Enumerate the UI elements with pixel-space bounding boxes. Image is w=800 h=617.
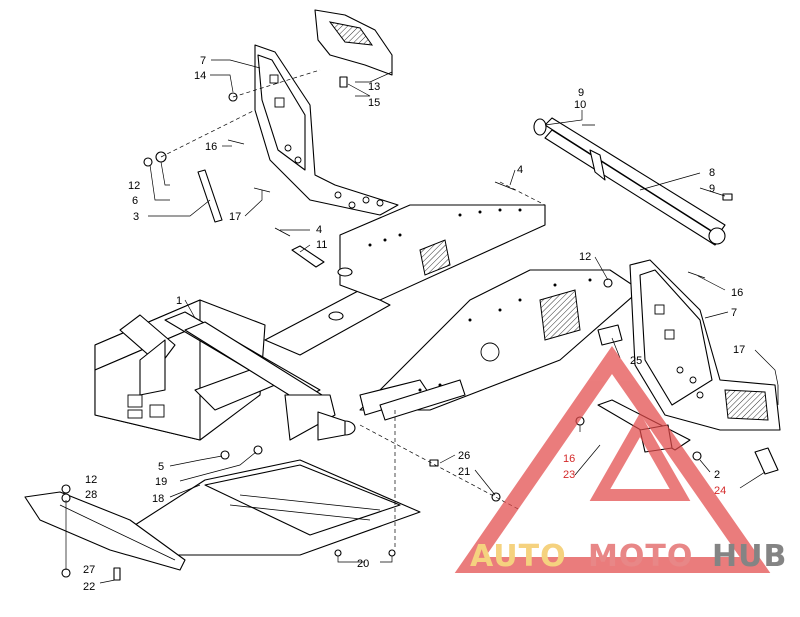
watermark-logo: AUTO MOTO HUB bbox=[454, 345, 787, 574]
callout-17-right: 17 bbox=[733, 344, 745, 356]
callout-16-left: 16 bbox=[205, 141, 217, 153]
leader-lines bbox=[65, 59, 779, 584]
callout-18: 18 bbox=[152, 493, 164, 505]
watermark-inner-triangle bbox=[589, 412, 691, 501]
callout-24: 24 bbox=[714, 485, 726, 497]
belly-pan bbox=[24, 459, 421, 571]
callout-26: 26 bbox=[458, 450, 470, 462]
callout-7-right: 7 bbox=[731, 307, 737, 319]
callout-15: 15 bbox=[368, 97, 380, 109]
strap-bar bbox=[197, 169, 223, 223]
left-footrest bbox=[254, 44, 399, 216]
callout-17-left: 17 bbox=[229, 211, 241, 223]
callout-19: 19 bbox=[155, 476, 167, 488]
callout-25: 25 bbox=[630, 355, 642, 367]
callout-21: 21 bbox=[458, 466, 470, 478]
callout-10: 10 bbox=[574, 99, 586, 111]
bracket-25 bbox=[597, 324, 623, 346]
callout-4-right: 4 bbox=[517, 164, 523, 176]
watermark-triangle bbox=[454, 345, 771, 573]
callout-16-right: 16 bbox=[731, 287, 743, 299]
callout-12-right: 12 bbox=[579, 251, 591, 263]
callout-5: 5 bbox=[158, 461, 164, 473]
callout-9-right: 9 bbox=[709, 183, 715, 195]
callout-11: 11 bbox=[316, 239, 327, 251]
callout-1: 1 bbox=[176, 295, 182, 307]
steering-post bbox=[533, 117, 726, 246]
chassis-frame bbox=[94, 204, 641, 441]
callout-4-left: 4 bbox=[316, 224, 322, 236]
callout-22: 22 bbox=[83, 581, 95, 593]
callout-2: 2 bbox=[714, 469, 720, 481]
callout-9-top: 9 bbox=[578, 87, 584, 99]
rail-holes bbox=[368, 208, 592, 392]
watermark-hub: HUB bbox=[712, 539, 787, 574]
watermark-auto: AUTO bbox=[470, 539, 567, 574]
callout-23: 23 bbox=[563, 469, 575, 481]
callout-numbers: 7 14 13 15 16 12 6 3 17 4 11 1 4 9 10 8 … bbox=[83, 55, 745, 593]
callout-7-top: 7 bbox=[200, 55, 206, 67]
callout-20: 20 bbox=[357, 558, 369, 570]
callout-6: 6 bbox=[132, 195, 138, 207]
plate-24 bbox=[754, 447, 779, 475]
callout-14: 14 bbox=[194, 70, 206, 82]
strap-11 bbox=[291, 245, 325, 268]
watermark-moto: MOTO bbox=[588, 539, 693, 574]
callout-28: 28 bbox=[85, 489, 97, 501]
left-fender bbox=[314, 9, 393, 76]
callout-27: 27 bbox=[83, 564, 95, 576]
callout-12-bottom: 12 bbox=[85, 474, 97, 486]
callout-16-bottom: 16 bbox=[563, 453, 575, 465]
callout-13: 13 bbox=[368, 81, 380, 93]
callout-12-left: 12 bbox=[128, 180, 140, 192]
callout-8: 8 bbox=[709, 167, 715, 179]
callout-3: 3 bbox=[133, 211, 139, 223]
right-footrest bbox=[629, 259, 781, 431]
